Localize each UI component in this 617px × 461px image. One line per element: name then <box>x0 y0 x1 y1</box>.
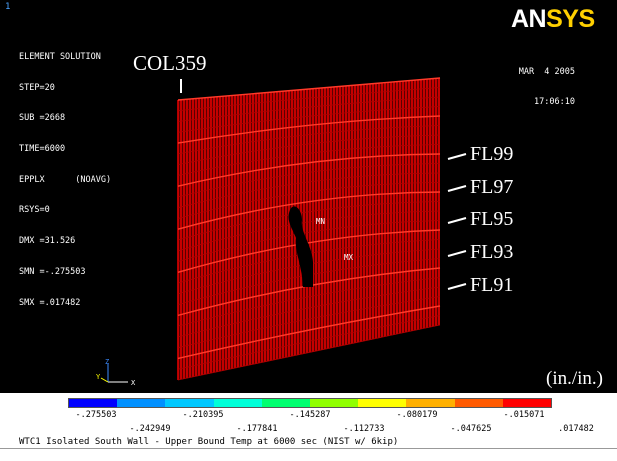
floor-pointer-line <box>447 185 467 192</box>
mesh-floor-line <box>177 191 441 230</box>
floor-label-fl99: FL99 <box>470 143 514 165</box>
legend-swatch <box>502 399 552 407</box>
legend-value: -.080179 <box>396 410 438 420</box>
legend-swatch <box>454 399 503 407</box>
panel-title: ELEMENT SOLUTION <box>19 52 101 62</box>
mesh-floor-line <box>177 296 441 349</box>
floor-label-fl93: FL93 <box>470 241 514 263</box>
mesh-floor-line <box>177 220 441 262</box>
solution-info-panel: ELEMENT SOLUTION STEP=20 SUB =2668 TIME=… <box>19 32 111 328</box>
axis-y-label: Y <box>96 373 101 381</box>
min-marker: MN <box>316 217 326 226</box>
mesh-floor-line <box>177 144 441 176</box>
max-marker: MX <box>344 253 354 262</box>
legend-value: -.047625 <box>450 424 492 434</box>
divider <box>0 448 617 449</box>
legend-value: -.242949 <box>129 424 171 434</box>
mesh-floor-line <box>177 182 441 219</box>
contour-legend-bar <box>68 398 552 408</box>
axis-z-label: Z <box>105 358 109 366</box>
floor-label-fl97: FL97 <box>470 176 514 198</box>
window-number: 1 <box>5 2 11 12</box>
mesh-floor-line <box>177 172 441 209</box>
column-label: COL359 <box>133 51 207 75</box>
floor-pointer-line <box>447 153 467 160</box>
mesh-floor-line <box>177 201 441 241</box>
panel-line: EPPLX (NOAVG) <box>19 174 112 185</box>
buckled-opening <box>288 206 313 287</box>
plot-viewport[interactable]: 1 ELEMENT SOLUTION STEP=20 SUB =2668 TIM… <box>0 0 617 393</box>
legend-value: -.210395 <box>182 410 224 420</box>
mesh-floor-line <box>177 134 441 166</box>
mesh-floor-line <box>177 87 441 112</box>
mesh-floor-line <box>177 277 441 327</box>
legend-value: -.015071 <box>503 410 545 420</box>
floor-label-fl91: FL91 <box>470 274 514 296</box>
wall-mesh-plot <box>177 77 467 381</box>
axis-x-label: X <box>131 379 136 387</box>
column-pointer <box>180 79 182 93</box>
panel-line: STEP=20 <box>19 82 55 93</box>
axis-triad-icon: X Z Y <box>96 358 136 387</box>
floor-pointer-line <box>447 217 467 224</box>
mesh-floor-line <box>177 96 441 122</box>
legend-swatch <box>117 399 166 407</box>
legend-swatch <box>261 399 311 407</box>
mesh-floor-line <box>177 106 441 133</box>
mesh-floor-line <box>177 125 441 155</box>
mesh-floor-line <box>177 77 441 101</box>
mesh-floor-line <box>177 324 441 381</box>
legend-swatch <box>358 399 407 407</box>
panel-line: SMX =.017482 <box>19 297 81 308</box>
floor-pointer-line <box>447 283 467 290</box>
legend-value: -.112733 <box>343 424 385 434</box>
mesh-floor-line <box>177 153 441 187</box>
units-label: (in./in.) <box>546 368 603 389</box>
legend-value: -.145287 <box>289 410 331 420</box>
mesh-floor-line <box>177 229 441 273</box>
mesh-floor-line <box>177 315 441 370</box>
legend-swatch <box>69 399 118 407</box>
legend-swatch <box>406 399 455 407</box>
floor-pointer-line <box>447 250 467 257</box>
legend-swatch <box>310 399 359 407</box>
panel-line: DMX =31.526 <box>19 236 76 247</box>
panel-line: SUB =2668 <box>19 113 66 124</box>
mesh-floor-line <box>177 163 441 198</box>
floor-label-fl95: FL95 <box>470 208 514 230</box>
panel-line: RSYS=0 <box>19 205 50 216</box>
date-text: MAR 4 2005 <box>518 67 575 77</box>
legend-value: -.177841 <box>236 424 278 434</box>
panel-line: TIME=6000 <box>19 144 66 155</box>
mesh-floor-line <box>177 286 441 338</box>
legend-swatch <box>165 399 214 407</box>
mesh-floor-line <box>177 305 441 360</box>
plot-caption: WTC1 Isolated South Wall - Upper Bound T… <box>19 437 399 447</box>
ansys-logo: ANSYS <box>511 5 595 33</box>
mesh-floor-line <box>177 115 441 144</box>
legend-swatch <box>213 399 262 407</box>
mesh-floor-line <box>177 210 441 252</box>
date-stamp: MAR 4 2005 17:06:10 <box>519 47 575 127</box>
panel-line: SMN =-.275503 <box>19 266 86 277</box>
legend-value: .017482 <box>558 424 594 434</box>
time-text: 17:06:10 <box>534 97 575 107</box>
legend-value: -.275503 <box>75 410 117 420</box>
